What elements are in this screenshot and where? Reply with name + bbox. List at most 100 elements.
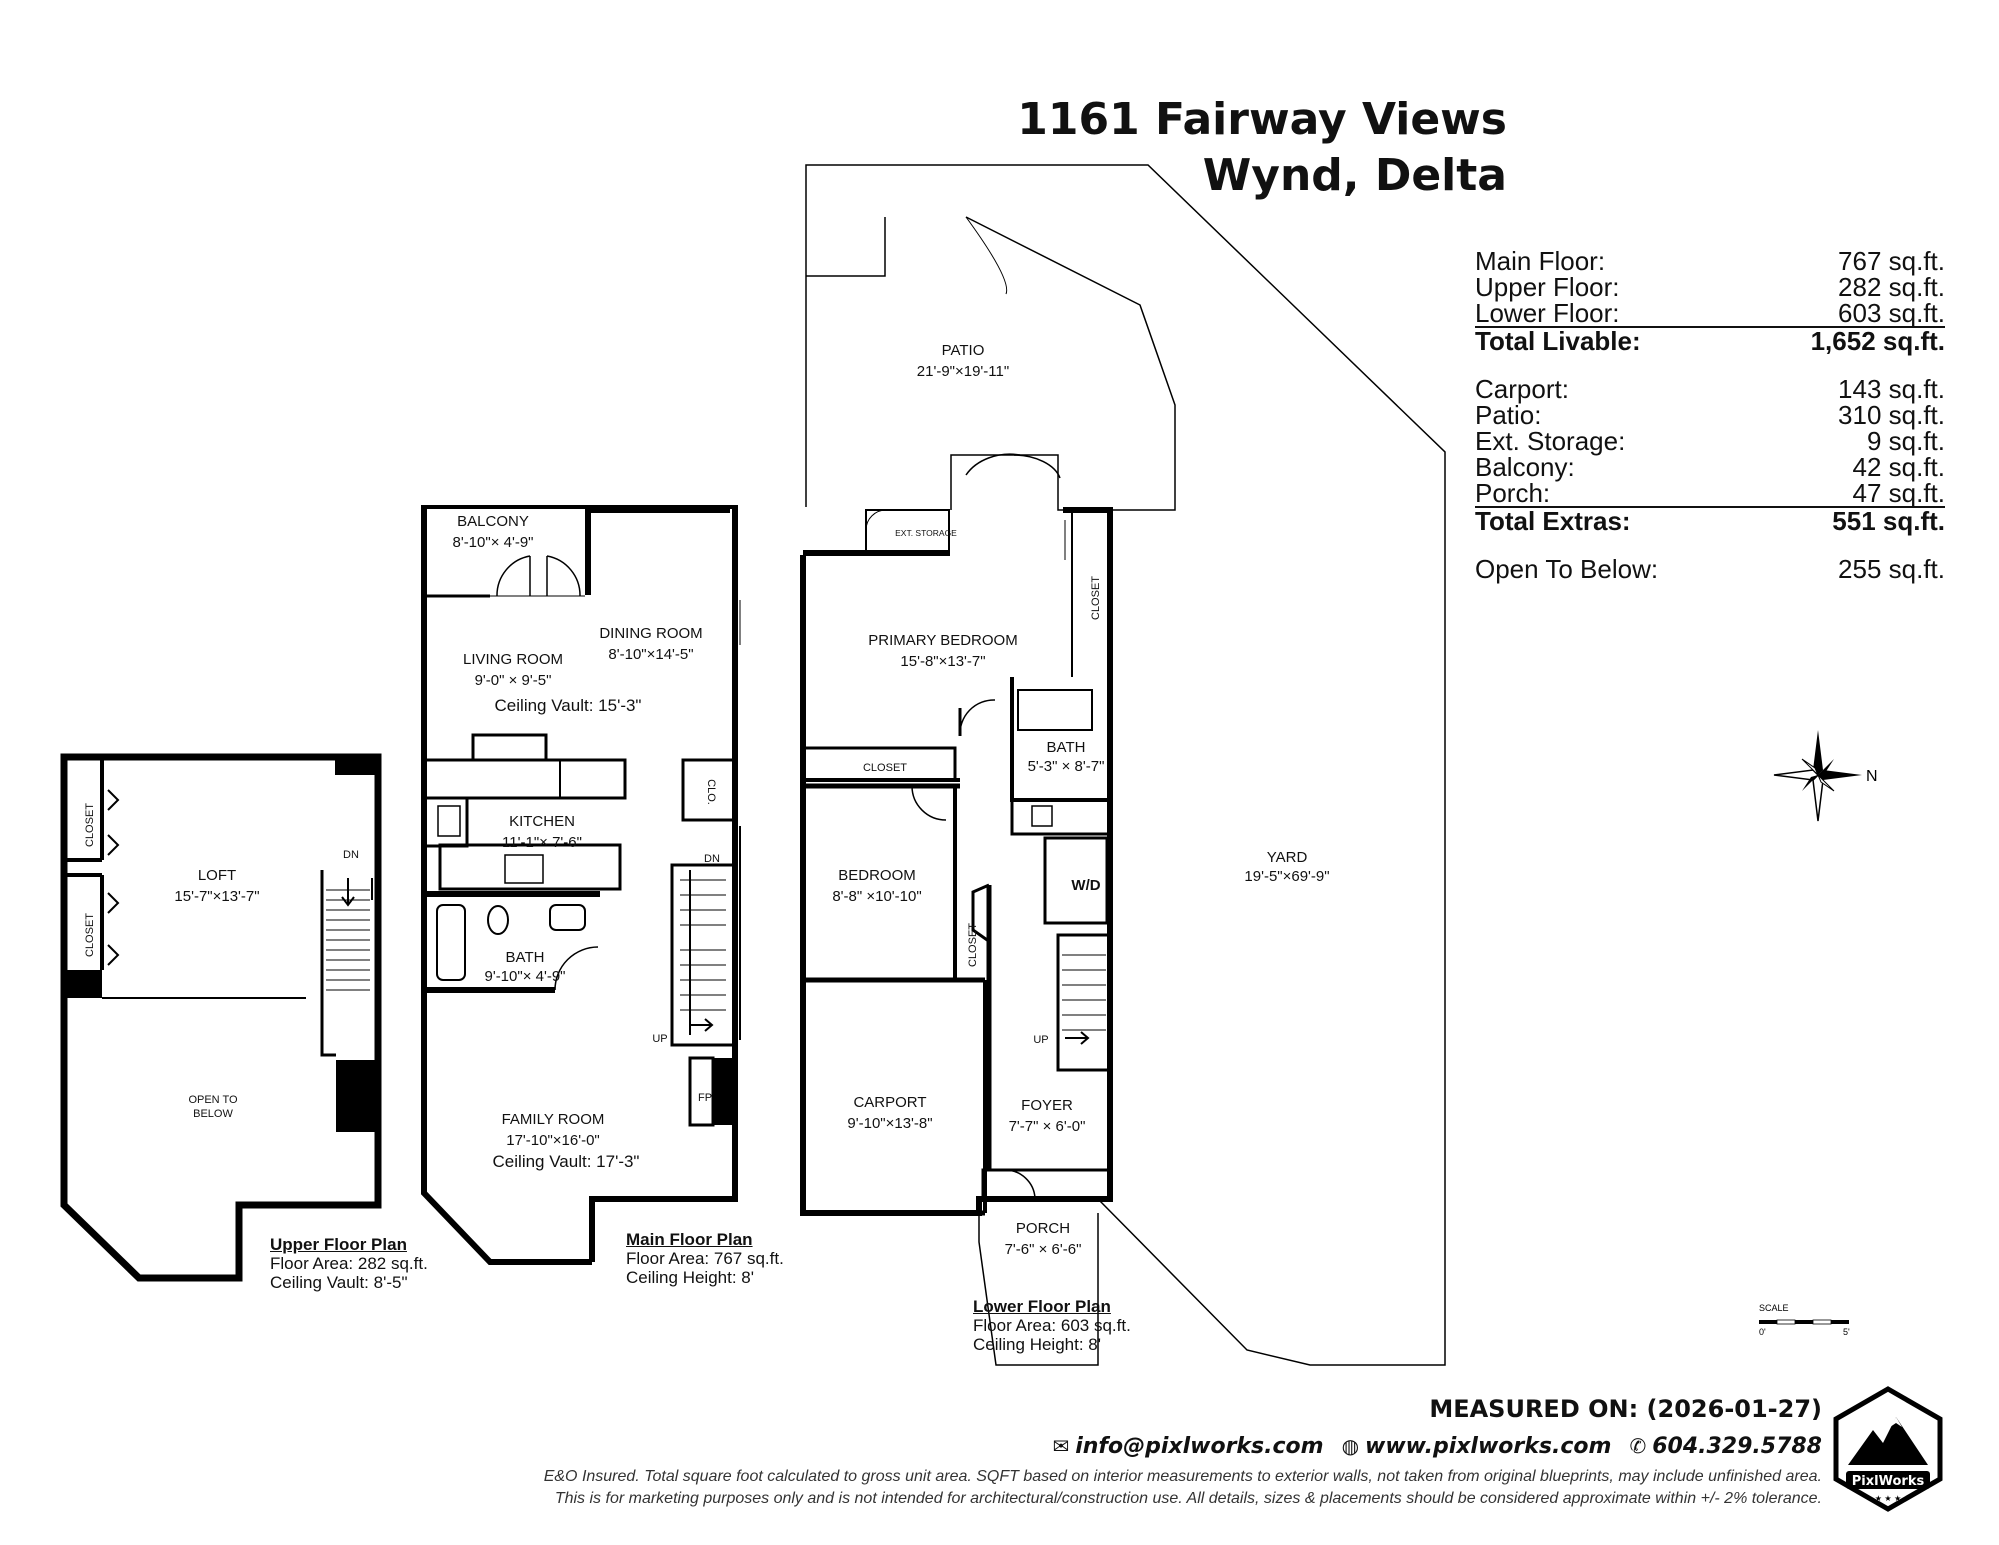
open-to-below-l2: BELOW xyxy=(193,1108,233,1120)
upper-plan-ceiling: Ceiling Vault: 8'-5" xyxy=(270,1273,408,1292)
patio-dims: 21'-9"×19'-11" xyxy=(917,363,1009,380)
closet-right: CLOSET xyxy=(1090,576,1102,620)
room-labels: LOFT 15'-7"×13'-7" OPEN TO BELOW CLOSET … xyxy=(84,342,1330,1258)
main-bath-dims: 9'-10"× 4'-9" xyxy=(484,968,565,985)
primary-bedroom-name: PRIMARY BEDROOM xyxy=(868,632,1017,649)
foyer-dims: 7'-7" × 6'-0" xyxy=(1009,1118,1086,1135)
carport-dims: 9'-10"×13'-8" xyxy=(847,1115,932,1132)
stat-label: Balcony: xyxy=(1475,452,1575,482)
main-dn: DN xyxy=(704,853,720,865)
stat-row: Main Floor: 767 sq.ft. xyxy=(1475,248,1945,274)
stat-value: 47 sq.ft. xyxy=(1852,478,1946,508)
scale-end: 5' xyxy=(1843,1327,1850,1337)
kitchen-dims: 11'-1"× 7'-6" xyxy=(502,834,582,851)
ceiling-vault-main: Ceiling Vault: 15'-3" xyxy=(495,696,642,715)
title-line-2: Wynd, Delta xyxy=(1202,150,1507,201)
disclaimer-line-2: This is for marketing purposes only and … xyxy=(554,1490,1822,1507)
open-to-below-label: Open To Below: xyxy=(1475,554,1659,584)
stat-value: 282 sq.ft. xyxy=(1838,272,1945,302)
measured-on: MEASURED ON: (2026-01-27) xyxy=(1429,1395,1822,1423)
contact-phone[interactable]: ✆604.329.5788 xyxy=(1629,1434,1822,1459)
title-line-1: 1161 Fairway Views xyxy=(1017,94,1507,145)
scale-start: 0' xyxy=(1759,1327,1766,1337)
main-bath-name: BATH xyxy=(506,949,545,966)
main-plan-ceiling: Ceiling Height: 8' xyxy=(626,1268,754,1287)
property-title: 1161 Fairway Views Wynd, Delta xyxy=(1017,92,1507,204)
lower-plan-ceiling: Ceiling Height: 8' xyxy=(973,1335,1101,1354)
main-up: UP xyxy=(652,1033,667,1045)
email-text: info@pixlworks.com xyxy=(1075,1434,1324,1459)
yard-name: YARD xyxy=(1267,849,1308,866)
pixlworks-logo: PixlWorks ★ ★ ★ xyxy=(1833,1386,1943,1512)
bedroom-dims: 8'-8" ×10'-10" xyxy=(832,888,921,905)
family-room-dims: 17'-10"×16'-0" xyxy=(506,1132,600,1149)
closet-hall: CLOSET xyxy=(967,923,979,967)
lower-floor-plan xyxy=(800,164,1446,1366)
balcony-dims: 8'-10"× 4'-9" xyxy=(452,534,533,551)
open-to-below-row: Open To Below: 255 sq.ft. xyxy=(1475,556,1945,582)
globe-icon: ◍ xyxy=(1341,1434,1360,1458)
area-summary: Main Floor: 767 sq.ft. Upper Floor: 282 sq… xyxy=(1475,248,1945,582)
upper-closet-2: CLOSET xyxy=(84,913,96,957)
total-extras-label: Total Extras: xyxy=(1475,506,1631,536)
lower-plan-area: Floor Area: 603 sq.ft. xyxy=(973,1316,1131,1335)
stat-label: Main Floor: xyxy=(1475,246,1606,276)
main-floor-plan xyxy=(421,505,741,1265)
web-text: www.pixlworks.com xyxy=(1365,1434,1612,1459)
stat-row: Ext. Storage: 9 sq.ft. xyxy=(1475,428,1945,454)
contact-email[interactable]: ✉info@pixlworks.com xyxy=(1052,1434,1323,1459)
open-to-below-value: 255 sq.ft. xyxy=(1838,554,1945,584)
contact-line: ✉info@pixlworks.com ◍www.pixlworks.com ✆… xyxy=(1052,1434,1822,1459)
stat-row: Porch:47 sq.ft. xyxy=(1475,480,1945,506)
stat-row: Balcony: 42 sq.ft. xyxy=(1475,454,1945,480)
porch-dims: 7'-6" × 6'-6" xyxy=(1005,1241,1082,1258)
stat-label: Upper Floor: xyxy=(1475,272,1620,302)
bedroom-name: BEDROOM xyxy=(838,867,916,884)
dining-room-name: DINING ROOM xyxy=(599,625,702,642)
compass-icon: N xyxy=(1773,730,1878,822)
upper-plan-caption: Upper Floor Plan Floor Area: 282 sq.ft. … xyxy=(270,1235,428,1292)
patio-name: PATIO xyxy=(942,342,985,359)
upper-plan-area: Floor Area: 282 sq.ft. xyxy=(270,1254,428,1273)
lower-plan-caption: Lower Floor Plan Floor Area: 603 sq.ft. … xyxy=(973,1297,1131,1354)
loft-name: LOFT xyxy=(198,867,236,884)
stat-row: Carport: 143 sq.ft. xyxy=(1475,376,1945,402)
compass-n-label: N xyxy=(1866,768,1878,785)
loft-dims: 15'-7"×13'-7" xyxy=(174,888,259,905)
living-room-dims: 9'-0" × 9'-5" xyxy=(475,672,552,689)
stat-row: Upper Floor: 282 sq.ft. xyxy=(1475,274,1945,300)
stat-value: 310 sq.ft. xyxy=(1838,400,1945,430)
dining-room-dims: 8'-10"×14'-5" xyxy=(608,646,693,663)
fp-label: FP xyxy=(698,1092,712,1104)
lower-up: UP xyxy=(1033,1034,1048,1046)
stat-value: 143 sq.ft. xyxy=(1838,374,1945,404)
upper-dn: DN xyxy=(343,849,359,861)
stat-label: Ext. Storage: xyxy=(1475,426,1626,456)
stat-label: Lower Floor: xyxy=(1475,298,1620,328)
living-room-name: LIVING ROOM xyxy=(463,651,563,668)
total-livable-label: Total Livable: xyxy=(1475,326,1641,356)
total-extras-row: Total Extras:551 sq.ft. xyxy=(1475,506,1945,534)
disclaimer-line-1: E&O Insured. Total square foot calculate… xyxy=(543,1468,1822,1485)
phone-icon: ✆ xyxy=(1629,1434,1647,1458)
logo-text: PixlWorks xyxy=(1852,1474,1925,1489)
stat-label: Carport: xyxy=(1475,374,1569,404)
primary-bedroom-dims: 15'-8"×13'-7" xyxy=(900,653,985,670)
total-livable-value: 1,652 sq.ft. xyxy=(1810,326,1945,356)
lower-bath-name: BATH xyxy=(1047,739,1086,756)
stat-row: Lower Floor: 603 sq.ft. xyxy=(1475,300,1945,326)
yard-dims: 19'-5"×69'-9" xyxy=(1244,868,1329,885)
stat-row: Patio:310 sq.ft. xyxy=(1475,402,1945,428)
stat-value: 767 sq.ft. xyxy=(1838,246,1945,276)
contact-web[interactable]: ◍www.pixlworks.com xyxy=(1342,1434,1612,1459)
scale-label: SCALE xyxy=(1759,1303,1789,1313)
stat-value: 603 sq.ft. xyxy=(1838,298,1945,328)
stat-value: 9 sq.ft. xyxy=(1866,426,1945,456)
phone-text: 604.329.5788 xyxy=(1652,1434,1822,1459)
family-room-name: FAMILY ROOM xyxy=(502,1111,605,1128)
main-plan-title: Main Floor Plan xyxy=(626,1230,753,1249)
lower-plan-title: Lower Floor Plan xyxy=(973,1297,1111,1316)
ext-storage-label: EXT. STORAGE xyxy=(895,528,957,538)
stat-value: 42 sq.ft. xyxy=(1852,452,1946,482)
